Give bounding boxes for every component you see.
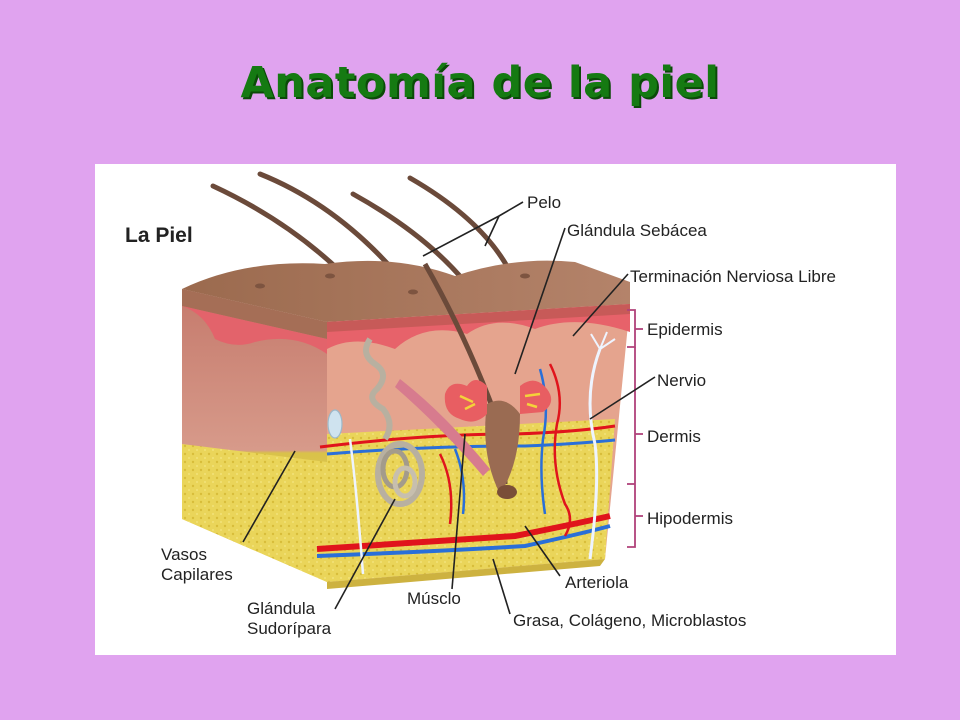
surface-pores: [255, 273, 530, 295]
label-sudoripara: Sudorípara: [247, 619, 332, 638]
label-terminacion-nerviosa: Terminación Nerviosa Libre: [630, 267, 836, 286]
hair-follicle: [422, 262, 520, 499]
sebaceous-gland: [444, 380, 552, 422]
label-nervio: Nervio: [657, 371, 706, 390]
tactile-corpuscle: [327, 409, 343, 439]
leader-lines: [242, 201, 656, 615]
skin-anatomy-diagram: La Piel Pelo Glándula Sebácea Terminació…: [125, 171, 836, 638]
layer-brackets: [627, 309, 643, 548]
sweat-gland: [363, 337, 425, 507]
label-grasa: Grasa, Colágeno, Microblastos: [513, 611, 746, 630]
label-vasos: Vasos: [161, 545, 207, 564]
slide-title: Anatomía de la piel: [240, 58, 720, 108]
block-side-face: [182, 289, 327, 582]
label-epidermis: Epidermis: [647, 320, 723, 339]
label-dermis: Dermis: [647, 427, 701, 446]
diagram-heading: La Piel: [125, 224, 193, 247]
label-glandula-sebacea: Glándula Sebácea: [567, 221, 707, 240]
arrector-muscle: [395, 379, 490, 476]
nerves: [348, 331, 616, 575]
skin-surface: [182, 260, 630, 322]
label-glandula: Glándula: [247, 599, 316, 618]
label-pelo: Pelo: [527, 193, 561, 212]
label-capilares: Capilares: [161, 565, 233, 584]
label-hipodermis: Hipodermis: [647, 509, 733, 528]
label-arteriola: Arteriola: [565, 573, 629, 592]
skin-diagram-panel: La Piel Pelo Glándula Sebácea Terminació…: [95, 164, 896, 655]
label-musculo: Músclo: [407, 589, 461, 608]
